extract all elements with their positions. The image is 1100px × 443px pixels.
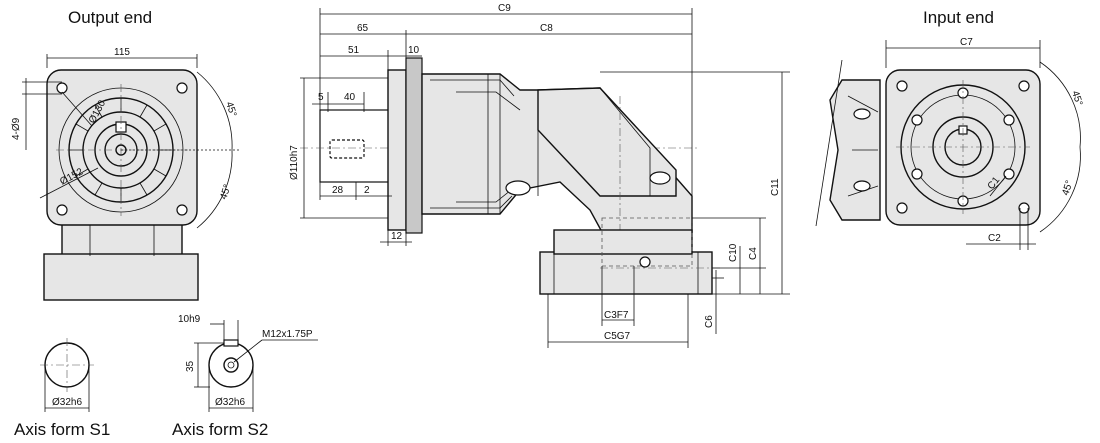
output-end-label: Output end <box>68 8 153 27</box>
dim-c5: C5G7 <box>604 331 631 342</box>
dim-phi32-s1: Ø32h6 <box>52 397 82 408</box>
dim-m12: M12x1.75P <box>262 329 313 340</box>
dim-c10: C10 <box>728 243 739 262</box>
dim-45-top: 45° <box>223 101 238 119</box>
bolt-hole <box>176 82 188 94</box>
dim-phi32-s2: Ø32h6 <box>215 397 245 408</box>
bolt-hole <box>896 202 908 214</box>
dim-phi110: Ø110h7 <box>289 145 300 180</box>
dim-45-input-top: 45° <box>1069 90 1084 108</box>
side-flange-plate <box>387 69 407 231</box>
bolt-hole <box>1018 202 1030 214</box>
dim-4-phi9: 4-Ø9 <box>11 117 22 140</box>
side-flange-ring <box>405 57 423 234</box>
output-housing-neck <box>61 223 183 257</box>
input-pcd-holes <box>911 87 1015 207</box>
dim-51: 51 <box>348 45 360 56</box>
dim-c2: C2 <box>988 233 1001 244</box>
dim-5: 5 <box>318 92 324 103</box>
dim-2: 2 <box>364 185 370 196</box>
side-port <box>505 180 531 196</box>
axis-form-s1-view: Ø32h6 <box>40 338 94 412</box>
dim-c7: C7 <box>960 37 973 48</box>
dim-115: 115 <box>114 47 130 58</box>
dim-45-bottom: 45° <box>218 183 233 201</box>
input-end-view: C7 45° 45° C1 C2 <box>815 37 1084 250</box>
bolt-hole <box>56 82 68 94</box>
axis-form-s2-label: Axis form S2 <box>172 420 269 439</box>
dim-10: 10 <box>408 45 420 56</box>
dim-10h9: 10h9 <box>178 314 201 325</box>
side-port <box>649 171 671 185</box>
dim-12: 12 <box>391 231 403 242</box>
bolt-hole <box>176 204 188 216</box>
dim-c11: C11 <box>770 178 781 196</box>
dim-40: 40 <box>344 92 356 103</box>
dim-c4: C4 <box>748 247 759 260</box>
dim-45-input-bottom: 45° <box>1060 179 1075 197</box>
bolt-hole <box>896 80 908 92</box>
dim-c6: C6 <box>704 315 715 328</box>
bolt-hole <box>1018 80 1030 92</box>
dim-35: 35 <box>185 360 196 372</box>
dim-65: 65 <box>357 23 369 34</box>
axis-form-s2-view: 10h9 35 M12x1.75P Ø32h6 <box>178 314 318 412</box>
input-end-label: Input end <box>923 8 994 27</box>
side-base <box>539 251 713 295</box>
dim-c8: C8 <box>540 23 553 34</box>
output-housing-base <box>43 253 199 301</box>
axis-form-s1-label: Axis form S1 <box>14 420 111 439</box>
dim-28: 28 <box>332 185 344 196</box>
output-end-view: 115 4-Ø9 Ø130 Ø152 45° 45° <box>11 47 240 301</box>
bolt-hole <box>56 204 68 216</box>
dim-c9: C9 <box>498 3 511 14</box>
side-view: C9 65 C8 51 10 5 40 Ø110h7 28 2 12 <box>289 3 790 348</box>
dim-c3: C3F7 <box>604 310 629 321</box>
